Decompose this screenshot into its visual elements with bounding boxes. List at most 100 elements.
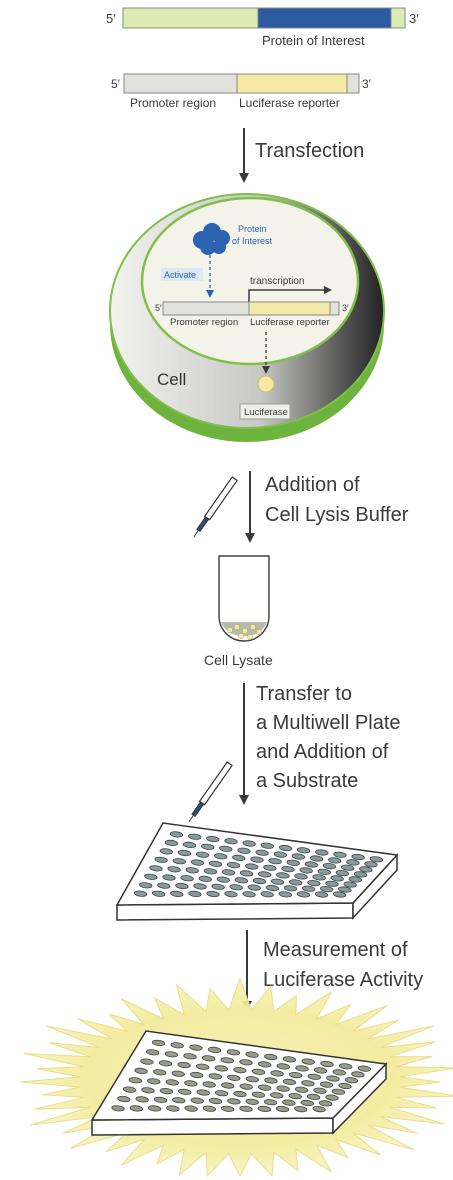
well <box>154 856 168 863</box>
well <box>341 864 355 871</box>
well <box>170 890 184 897</box>
well <box>282 1078 297 1085</box>
well <box>286 859 300 866</box>
five-prime-label: 5′ <box>111 77 121 91</box>
well <box>276 872 290 879</box>
well <box>318 1100 333 1107</box>
well <box>344 1077 359 1084</box>
well <box>169 831 184 838</box>
well <box>306 1093 321 1100</box>
well <box>255 849 269 856</box>
well <box>332 891 347 898</box>
well <box>167 866 181 873</box>
well <box>258 871 272 878</box>
well <box>251 1068 266 1075</box>
well <box>276 1085 290 1092</box>
lysis-label-line1: Addition of <box>265 474 360 496</box>
well <box>278 844 293 852</box>
protein-of-interest-label-line1: Protein <box>238 224 267 234</box>
well <box>338 1082 352 1090</box>
well <box>152 890 166 897</box>
well <box>270 1092 284 1099</box>
well <box>188 890 202 897</box>
well <box>351 1071 365 1078</box>
well <box>202 1081 216 1088</box>
well <box>239 1105 253 1112</box>
well <box>226 862 241 869</box>
well <box>275 1105 290 1113</box>
well <box>185 867 199 874</box>
well <box>202 1055 216 1062</box>
transfer-label-line4: a Substrate <box>256 770 358 792</box>
well <box>314 891 329 898</box>
well <box>147 1078 161 1085</box>
well <box>207 1046 222 1053</box>
cell-lysate-label: Cell Lysate <box>204 652 273 668</box>
well <box>221 869 236 876</box>
well <box>273 851 287 858</box>
well <box>183 1053 197 1060</box>
well <box>339 1063 353 1070</box>
well <box>294 873 308 880</box>
well <box>220 1057 234 1064</box>
well <box>307 1073 321 1080</box>
well <box>159 848 173 855</box>
five-prime-label: 5′ <box>106 11 116 26</box>
well <box>326 1075 340 1082</box>
well <box>180 875 194 882</box>
well <box>229 884 243 891</box>
well <box>208 1097 223 1105</box>
luciferase-dot <box>257 375 275 393</box>
well <box>182 841 197 848</box>
well <box>144 873 158 880</box>
well <box>245 1098 259 1105</box>
well <box>111 1105 125 1112</box>
well <box>157 882 171 889</box>
well <box>134 1067 148 1074</box>
well <box>264 1053 278 1061</box>
well <box>364 861 378 868</box>
cell-three-prime: 3′ <box>342 303 349 313</box>
well <box>312 874 326 881</box>
well <box>300 1099 314 1107</box>
transfection-label: Transfection <box>255 140 364 162</box>
measurement-label-line1: Measurement of <box>263 939 408 961</box>
construct-luciferase-reporter: 5′ 3′ Promoter region Luciferase reporte… <box>111 73 372 110</box>
well <box>251 1091 266 1098</box>
well <box>208 860 223 867</box>
protein-of-interest-segment <box>257 7 392 29</box>
well <box>263 864 277 871</box>
well <box>146 1049 160 1056</box>
well <box>289 1072 303 1079</box>
well <box>353 871 368 878</box>
well <box>193 883 207 890</box>
well <box>322 863 337 870</box>
well <box>332 1069 346 1076</box>
well <box>295 1065 309 1072</box>
well <box>281 866 295 873</box>
well <box>202 1105 217 1112</box>
well <box>313 1087 327 1094</box>
well <box>239 1083 253 1090</box>
well <box>263 1099 278 1106</box>
well <box>221 1105 235 1112</box>
well <box>141 1087 155 1094</box>
well <box>159 1088 174 1095</box>
well <box>330 875 344 882</box>
well <box>260 891 274 898</box>
well <box>335 870 350 877</box>
well <box>178 1088 192 1095</box>
well <box>309 855 324 862</box>
well <box>245 1076 259 1083</box>
luciferase-badge <box>239 403 291 420</box>
well <box>208 1073 222 1080</box>
well <box>117 1095 131 1103</box>
well <box>133 890 148 897</box>
well <box>348 876 362 883</box>
well <box>313 1067 328 1074</box>
cell-promoter-segment <box>162 301 250 316</box>
well <box>239 870 254 877</box>
well <box>325 880 339 887</box>
plate-wells <box>133 831 383 898</box>
well <box>276 1063 290 1070</box>
